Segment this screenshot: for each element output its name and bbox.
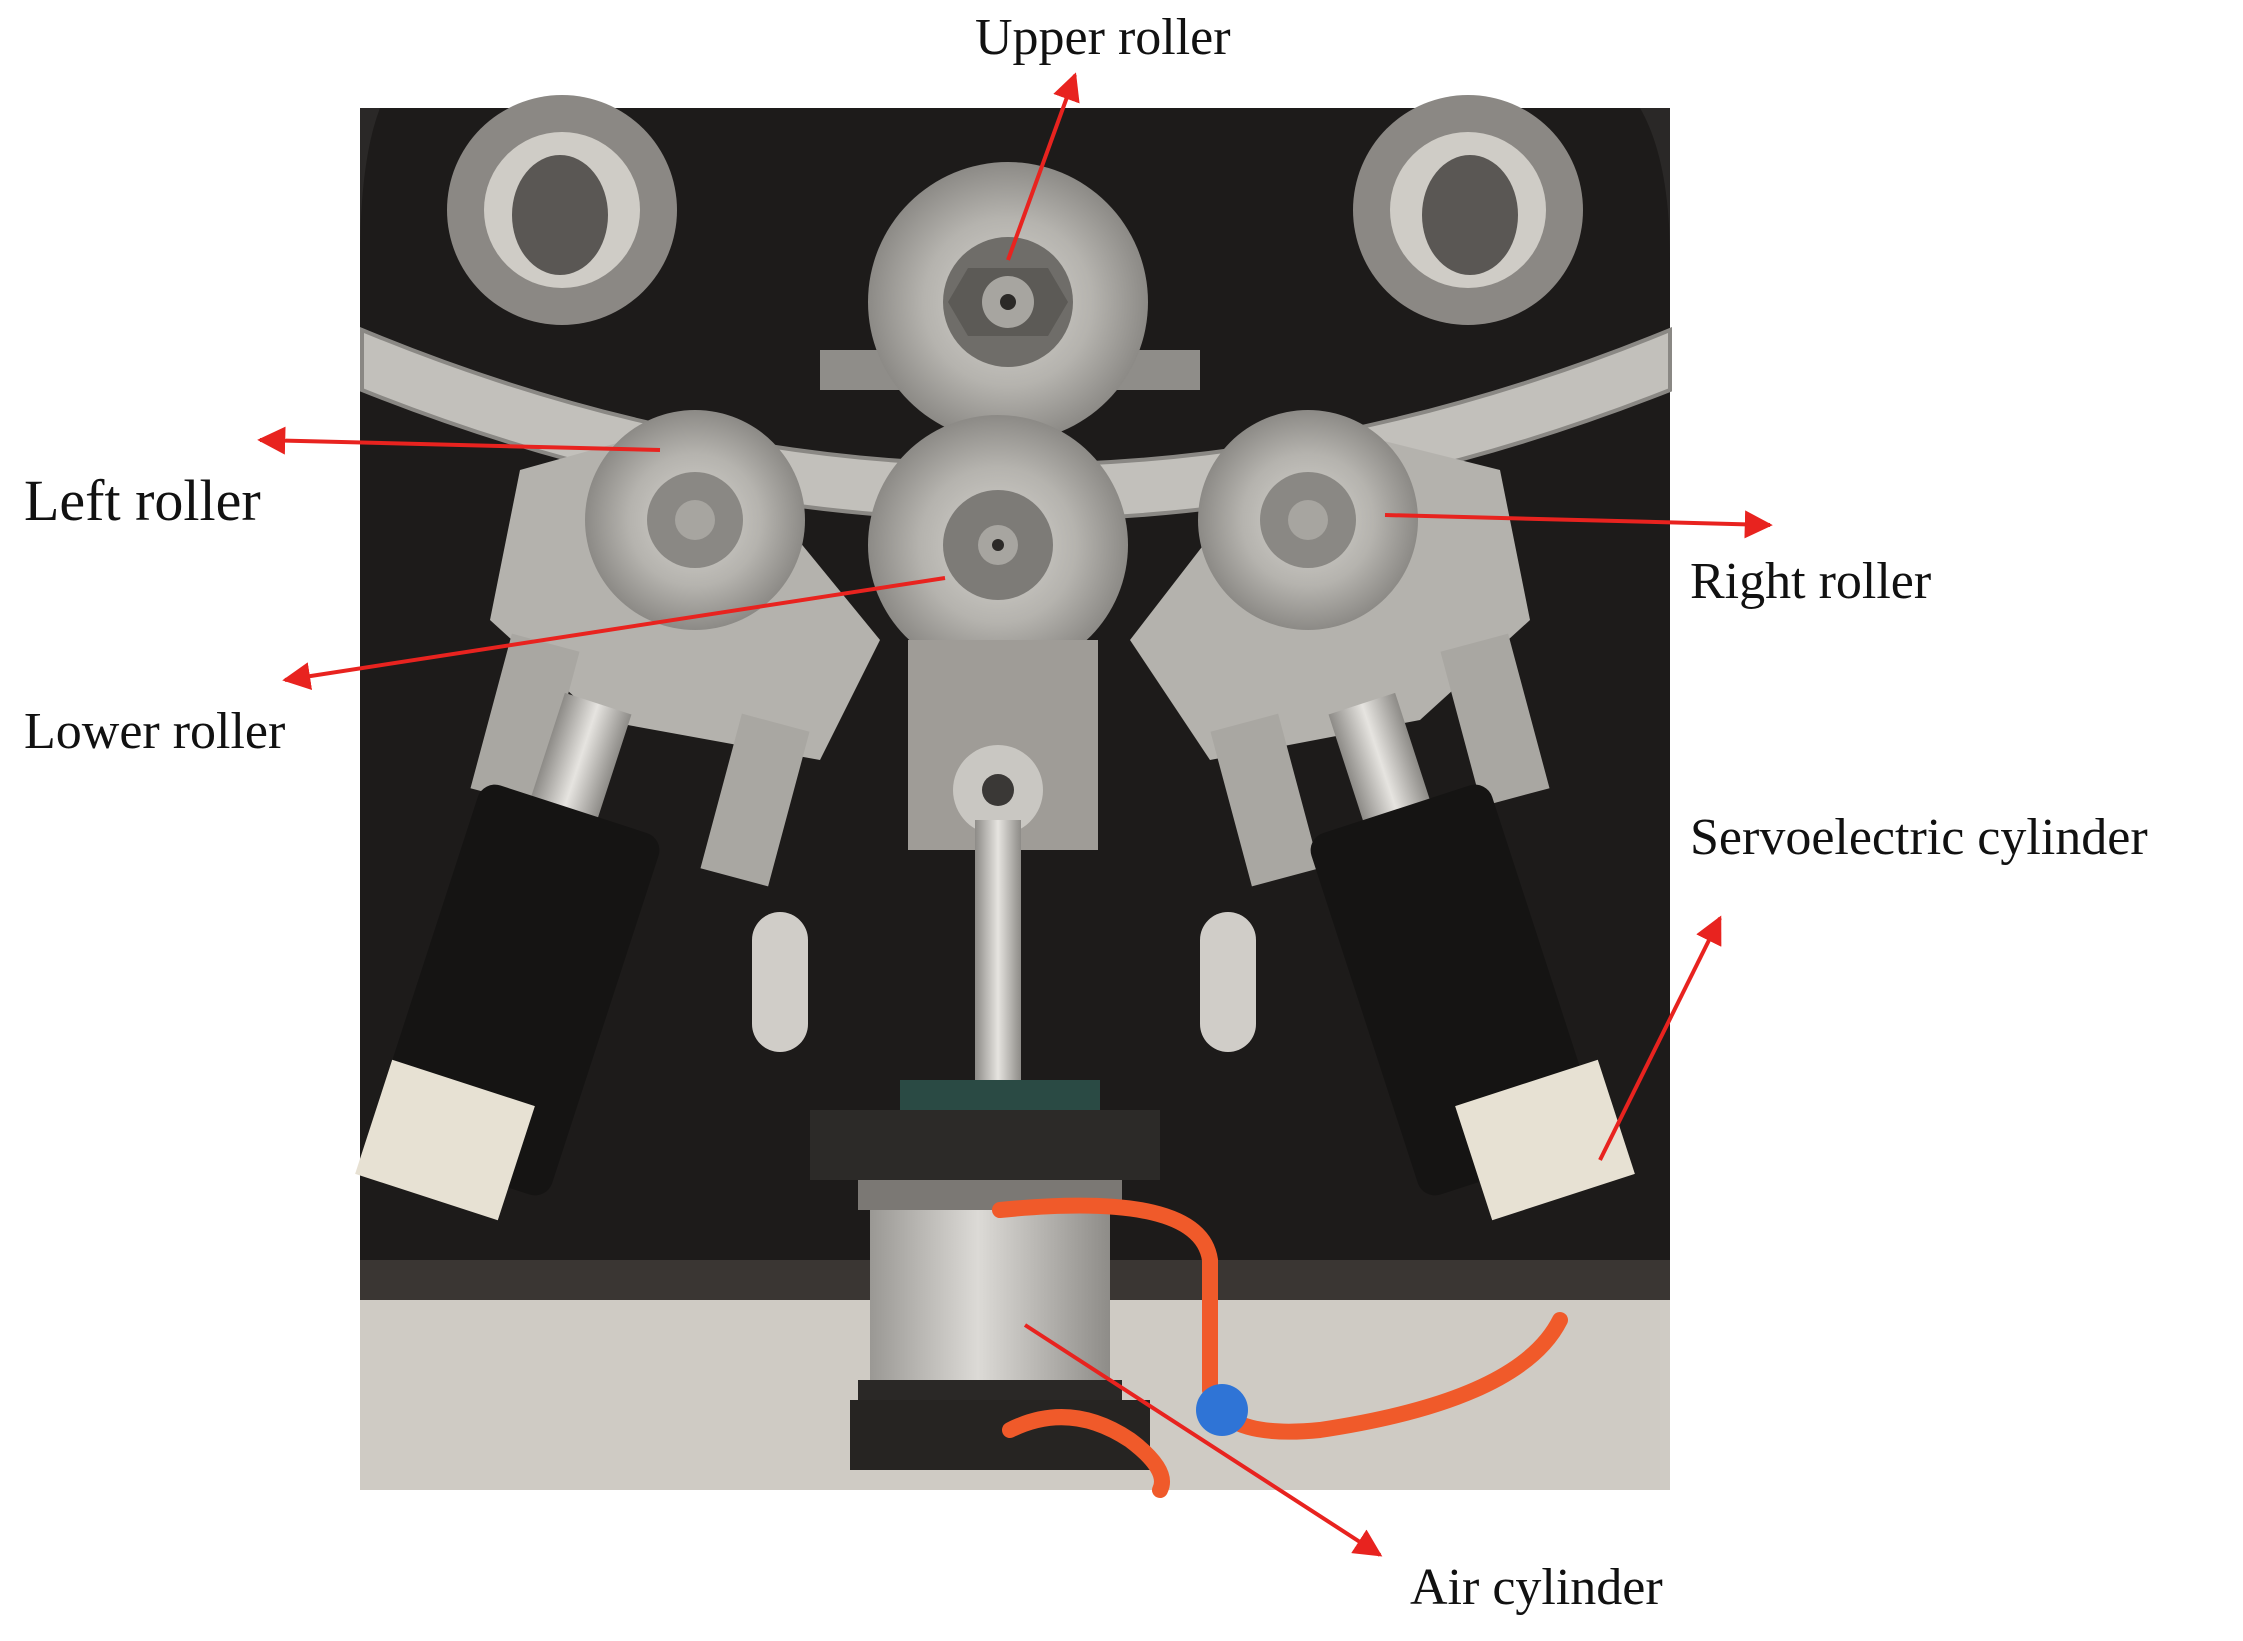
right-roller-assembly [1130, 410, 1550, 887]
arrow-lower-roller [282, 576, 946, 690]
left-slot [752, 912, 808, 1052]
center-piston-rod [810, 745, 1160, 1180]
right-slot [1200, 912, 1256, 1052]
top-left-port [447, 95, 677, 325]
upper-roller [820, 162, 1200, 442]
arrow-air-cylinder [1023, 1323, 1383, 1557]
label-left-roller: Left roller [24, 468, 261, 533]
arrow-right-roller [1384, 510, 1773, 539]
left-servoelectric-cylinder [355, 692, 660, 1221]
label-servoelectric-cylinder: Servoelectric cylinder [1690, 809, 2148, 866]
air-cylinder-body [850, 1180, 1150, 1470]
top-right-port [1353, 95, 1583, 325]
right-servoelectric-cylinder [1310, 692, 1635, 1221]
arrow-upper-roller [1006, 72, 1080, 261]
label-air-cylinder: Air cylinder [1410, 1559, 1663, 1616]
orange-hose-lower [1002, 1409, 1170, 1498]
left-roller-assembly [470, 410, 880, 887]
valve-cap [1196, 1384, 1248, 1436]
annotation-arrows [257, 72, 1773, 1557]
label-lower-roller: Lower roller [24, 703, 286, 760]
arrow-left-roller [257, 426, 661, 455]
label-right-roller: Right roller [1690, 553, 1932, 610]
label-upper-roller: Upper roller [975, 9, 1231, 66]
arrow-servo-cylinder [1598, 915, 1722, 1161]
